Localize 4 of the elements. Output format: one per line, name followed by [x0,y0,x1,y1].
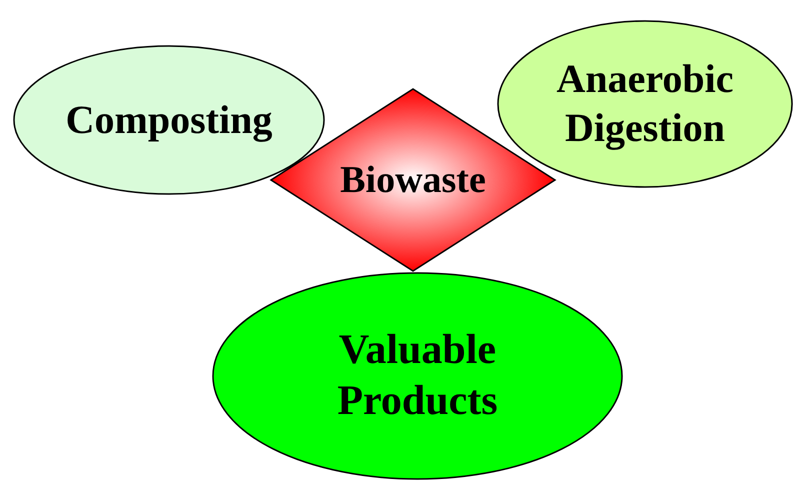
node-label: Biowaste [340,158,486,203]
node-label: Composting [66,96,272,144]
node-label: Anaerobic Digestion [555,55,735,152]
node-label: Valuable Products [336,326,499,426]
